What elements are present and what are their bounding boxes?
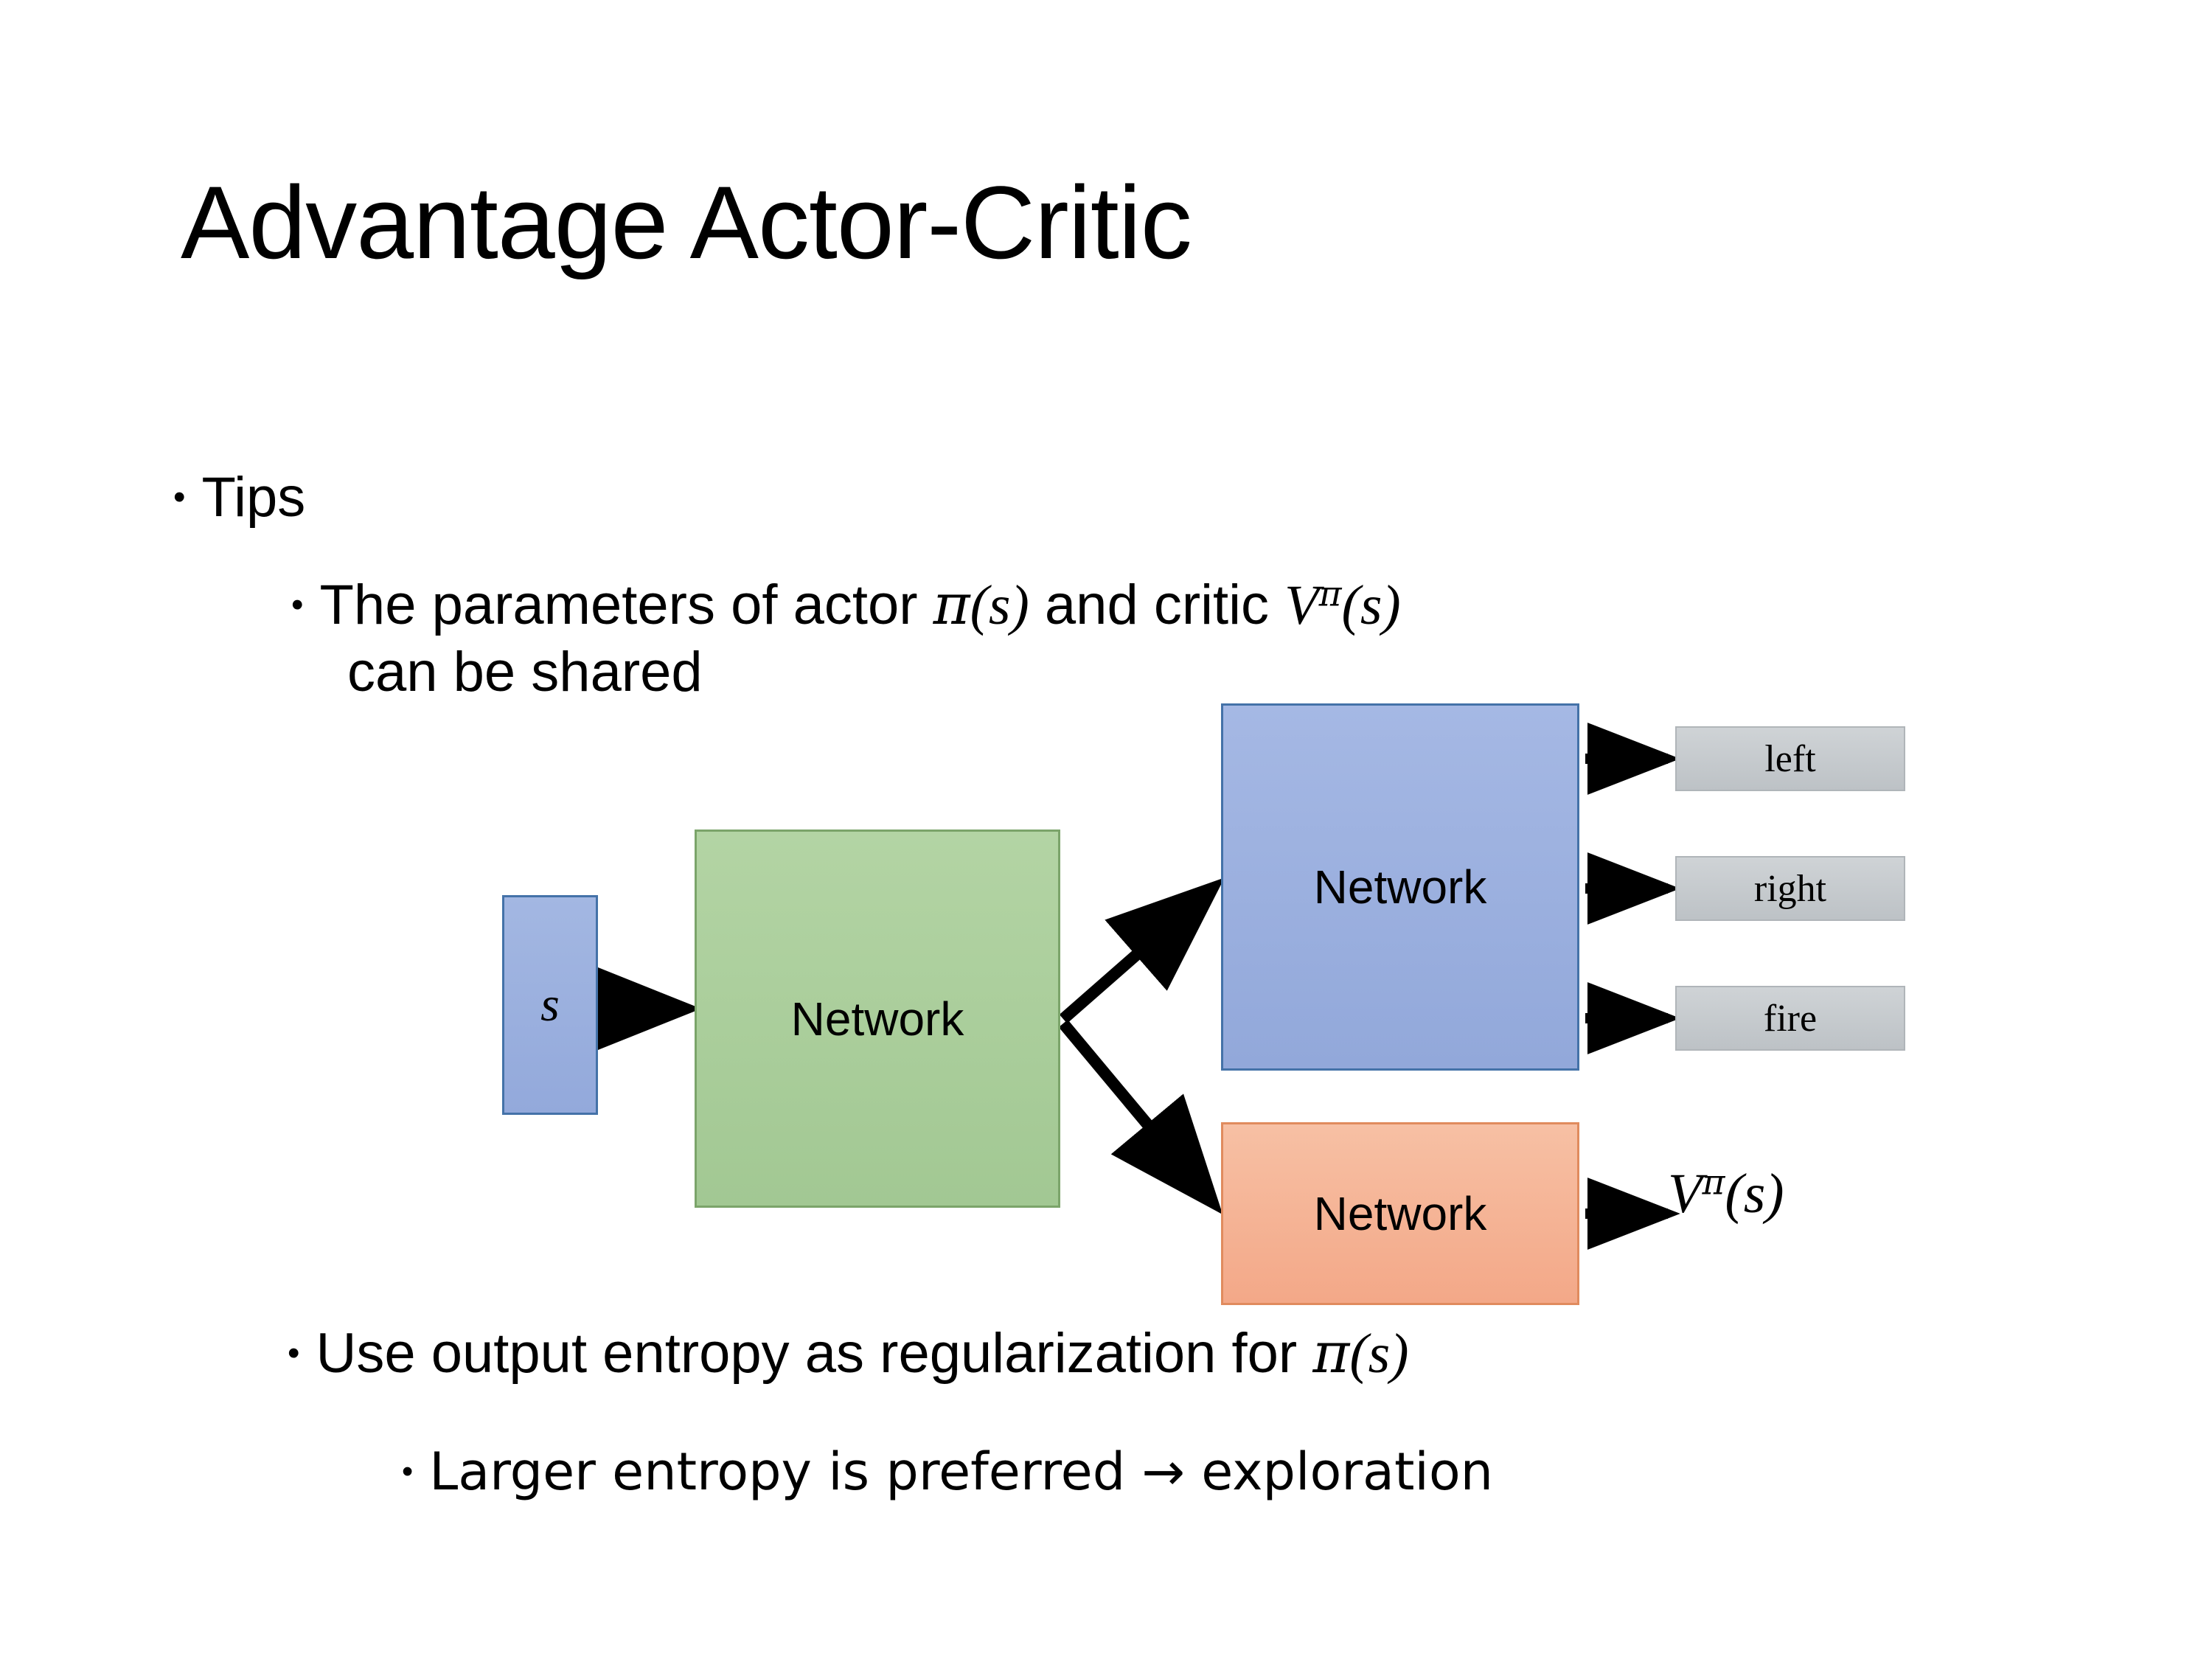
bullet-larger-entropy: • Larger entropy is preferred → explorati… (402, 1441, 1493, 1503)
action-chip-right[interactable]: right (1675, 856, 1905, 921)
action-chip-fire[interactable]: fire (1675, 986, 1905, 1051)
bullet-marker-icon: • (173, 476, 186, 516)
action-chip-left[interactable]: left (1675, 726, 1905, 791)
pi-symbol: π (1312, 1320, 1350, 1385)
bullet-params-text: The parameters of actor (319, 574, 933, 636)
bullet-entropy-regularization: • Use output entropy as regularization fo… (288, 1320, 1409, 1388)
pi-argument: (s) (970, 574, 1029, 636)
bullet-entropy-text: Use output entropy as regularization for (316, 1322, 1313, 1385)
action-chip-left-label: left (1764, 737, 1816, 780)
critic-value-output: Vπ(s) (1668, 1161, 1784, 1226)
bullet-shared-parameters: •The parameters of actor π(s) and critic… (291, 571, 2098, 705)
input-state-box[interactable]: s (502, 895, 598, 1115)
pi-symbol: π (933, 571, 970, 637)
bullet-tips-label: Tips (201, 466, 306, 529)
actor-network-label: Network (1313, 860, 1487, 914)
action-chip-right-label: right (1753, 867, 1827, 910)
bullet-larger-entropy-label: Larger entropy is preferred → exploratio… (429, 1441, 1494, 1502)
v-superscript-pi: π (1318, 574, 1342, 615)
critic-network-label: Network (1313, 1187, 1487, 1240)
actor-network-box[interactable]: Network (1221, 703, 1579, 1071)
value-argument: (s) (1725, 1163, 1784, 1225)
shared-network-box[interactable]: Network (695, 830, 1060, 1208)
value-superscript-pi: π (1702, 1162, 1725, 1203)
critic-network-box[interactable]: Network (1221, 1122, 1579, 1305)
bullet-marker-icon: • (288, 1332, 300, 1372)
shared-network-label: Network (790, 992, 964, 1046)
value-symbol: V (1668, 1163, 1703, 1225)
v-symbol: V (1284, 574, 1319, 636)
bullet-marker-icon: • (291, 584, 304, 624)
page-title: Advantage Actor-Critic (181, 164, 1192, 280)
input-state-label: s (540, 978, 560, 1032)
arrow-shared-to-actor (1059, 877, 1225, 1024)
v-argument: (s) (1341, 574, 1401, 636)
arrow-shared-to-critic (1058, 1019, 1223, 1215)
bullet-marker-icon: • (402, 1454, 414, 1490)
bullet-params-continuation: can be shared (347, 640, 703, 703)
bullet-tips: • Tips (173, 465, 305, 531)
action-chip-fire-label: fire (1763, 997, 1818, 1040)
bullet-params-mid: and critic (1029, 574, 1285, 636)
pi-argument: (s) (1349, 1323, 1409, 1385)
